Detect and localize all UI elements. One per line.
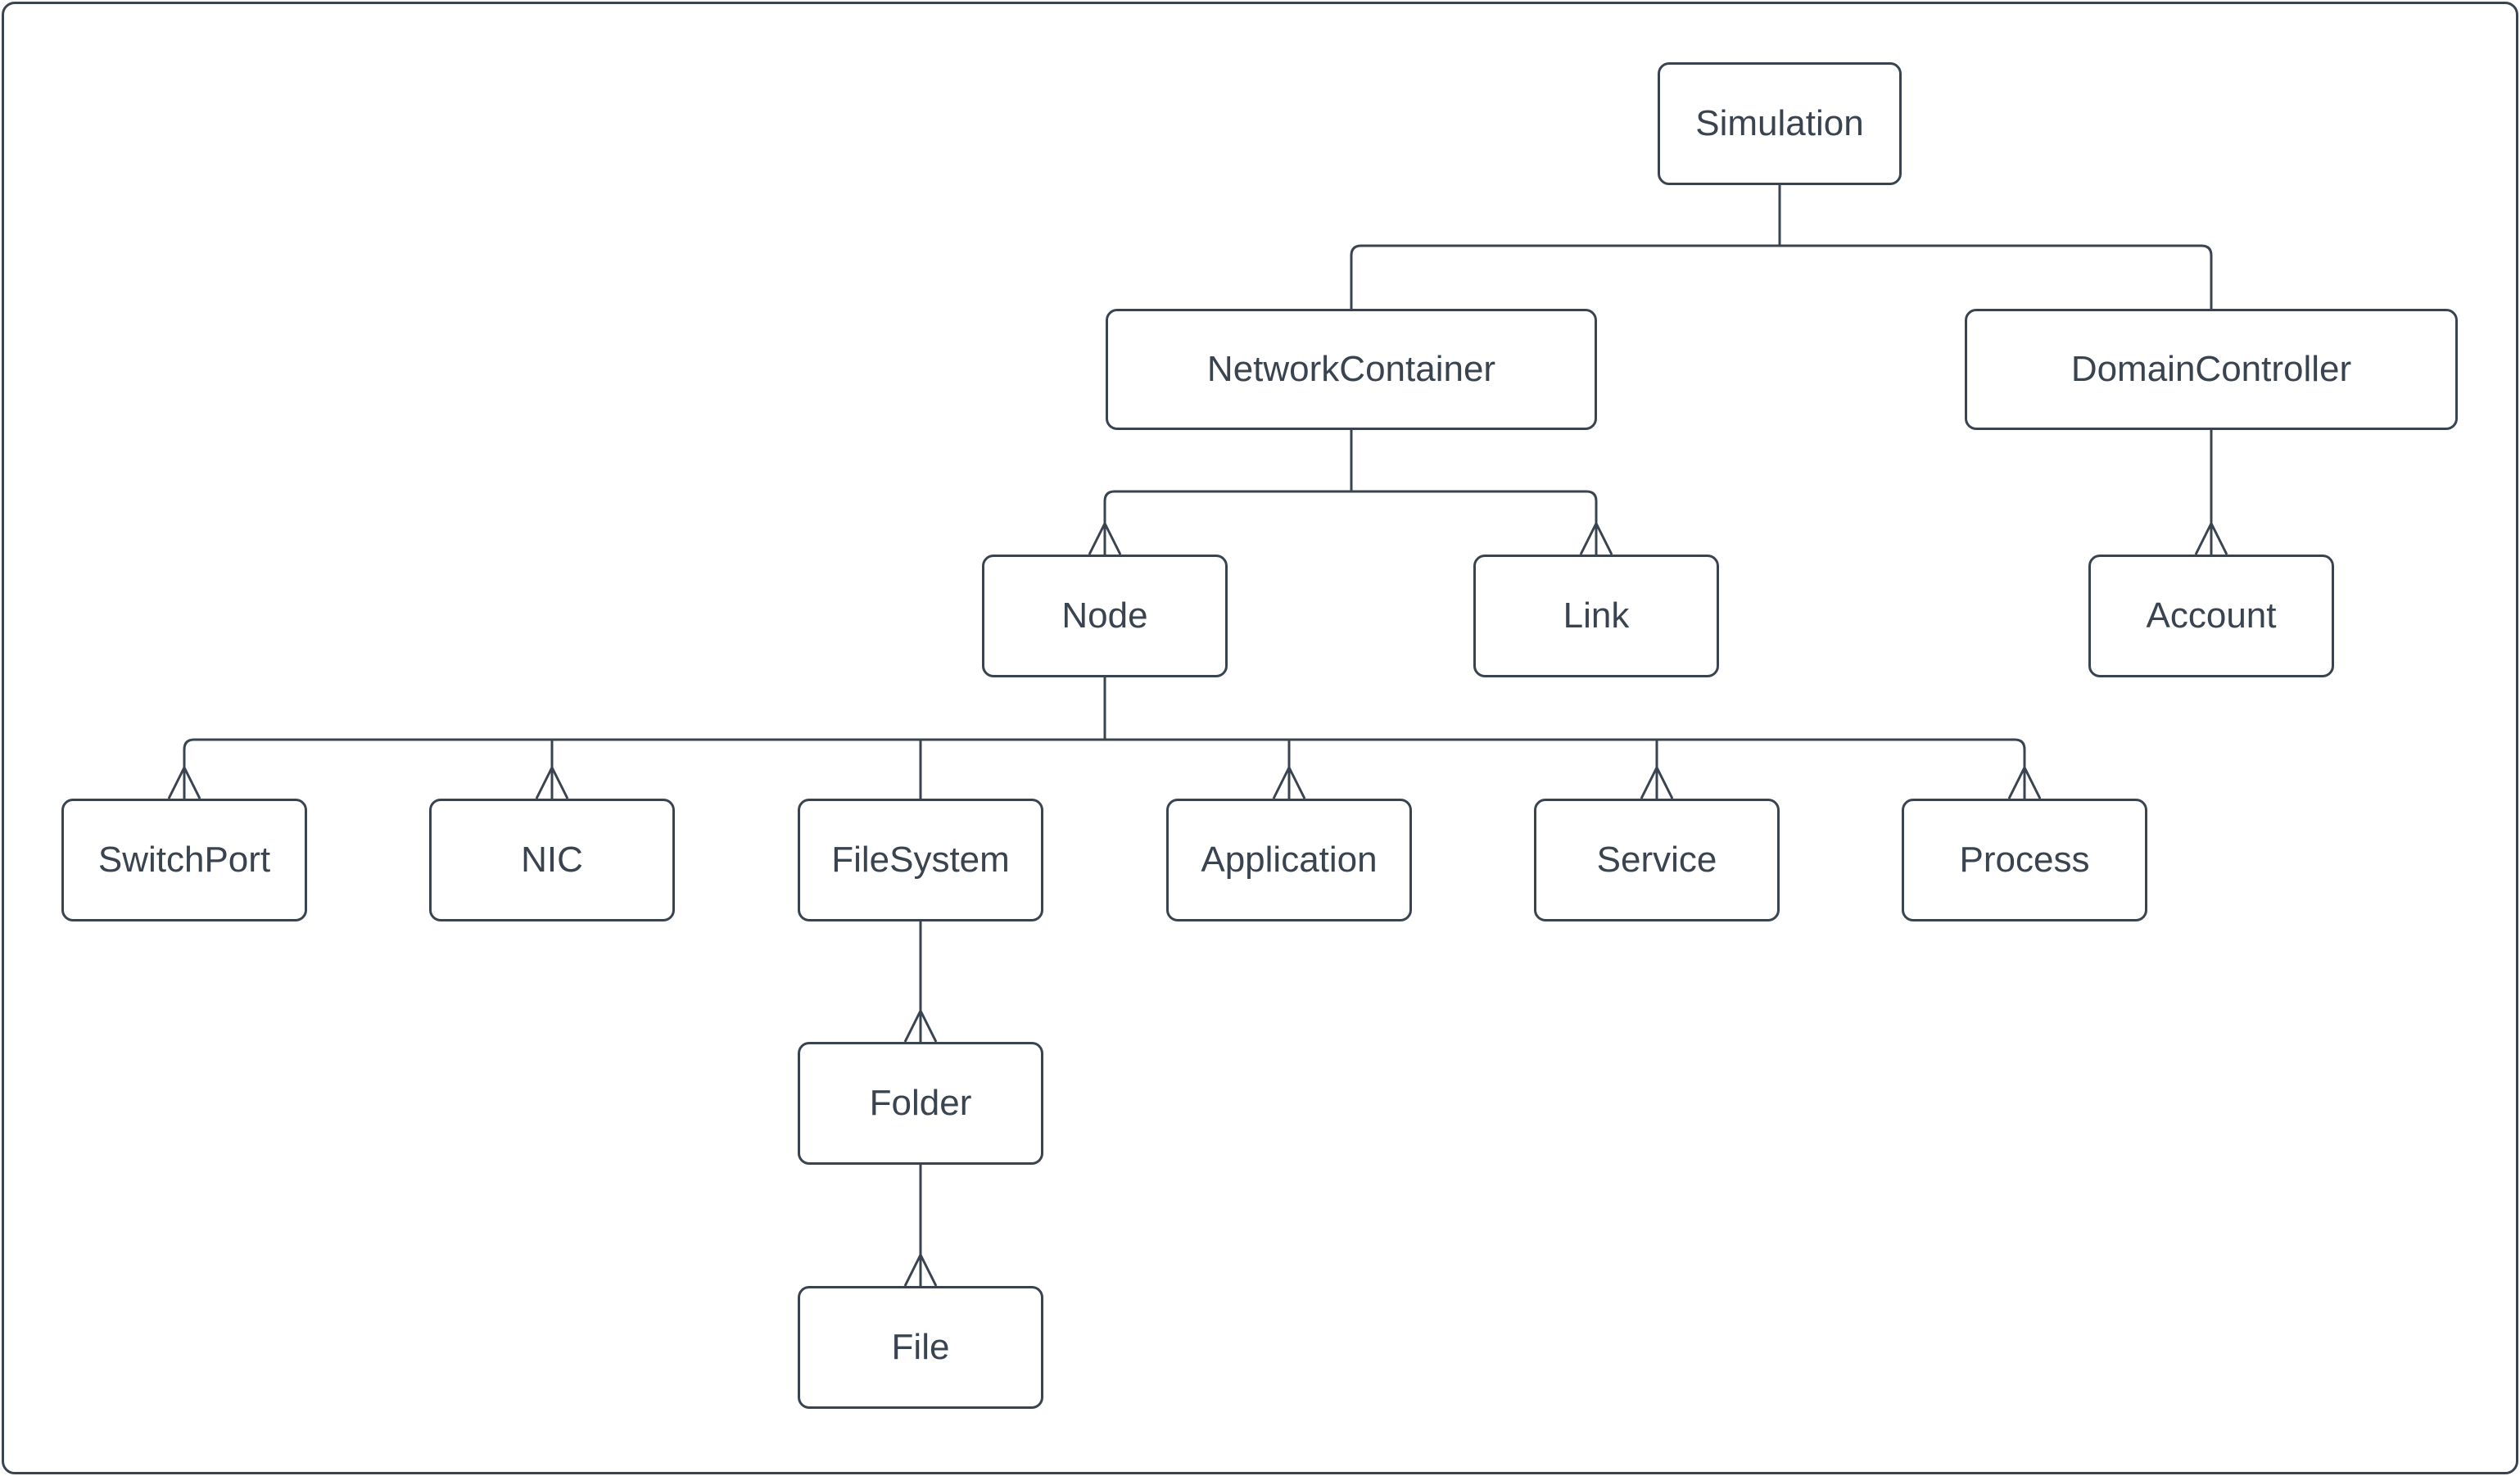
open-arrowhead-nic (535, 766, 569, 799)
node-label: Simulation (1695, 103, 1864, 143)
open-arrowhead-process (2007, 766, 2042, 799)
node-label: NetworkContainer (1206, 349, 1496, 389)
node-service: Service (1534, 799, 1780, 921)
node-link: Link (1473, 555, 1719, 677)
node-process: Process (1902, 799, 2147, 921)
open-arrowhead-switchport (167, 766, 201, 799)
node-label: Service (1596, 840, 1717, 880)
node-file: File (798, 1286, 1043, 1409)
node-label: Application (1201, 840, 1378, 880)
node-label: NIC (521, 840, 583, 880)
node-label: Process (1959, 840, 2090, 880)
node-label: File (891, 1327, 950, 1367)
node-filesystem: FileSystem (798, 799, 1043, 921)
node-application: Application (1166, 799, 1412, 921)
node-label: SwitchPort (97, 840, 271, 880)
node-folder: Folder (798, 1042, 1043, 1165)
open-arrowhead-application (1272, 766, 1306, 799)
node-simulation: Simulation (1658, 62, 1902, 185)
node-nic: NIC (429, 799, 675, 921)
edge-bus-node (183, 738, 2026, 799)
node-label: Folder (869, 1083, 972, 1123)
node-domaincontroller: DomainController (1965, 309, 2458, 430)
edge-bus-simulation (1350, 244, 2213, 309)
open-arrowhead-account (2194, 522, 2228, 555)
open-arrowhead-node (1088, 522, 1122, 555)
node-label: FileSystem (831, 840, 1010, 880)
node-switchport: SwitchPort (61, 799, 307, 921)
node-label: Link (1563, 595, 1630, 636)
open-arrowhead-link (1579, 522, 1613, 555)
edge-bus-networkcontainer (1103, 490, 1598, 555)
node-node: Node (982, 555, 1228, 677)
node-label: Node (1061, 595, 1148, 636)
open-arrowhead-service (1640, 766, 1674, 799)
node-networkcontainer: NetworkContainer (1106, 309, 1597, 430)
open-arrowhead-folder (903, 1009, 938, 1043)
node-account: Account (2088, 555, 2334, 677)
node-label: DomainController (2070, 349, 2352, 389)
node-label: Account (2146, 595, 2277, 636)
open-arrowhead-file (903, 1253, 938, 1287)
